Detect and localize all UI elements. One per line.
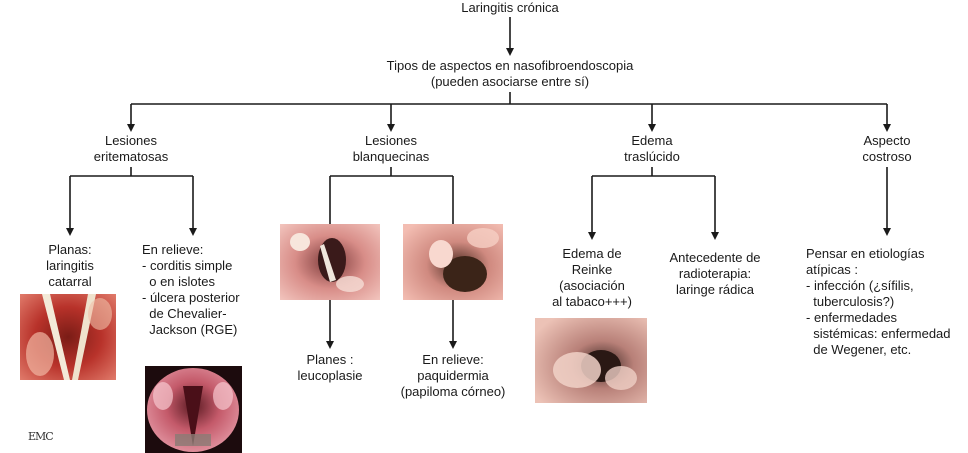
photo-laringitis-catarral [20,294,116,380]
photo-edema-reinke [535,318,647,403]
node-relieve-blanquecinas: En relieve: paquidermia (papiloma córneo… [400,352,506,399]
node-radioterapia: Antecedente de radioterapia: laringe rád… [669,250,761,297]
node-relieve-eritematosas: En relieve: - corditis simple o en islot… [142,242,240,337]
node-etiologias-atipicas: Pensar en etiologías atípicas : - infecc… [806,246,951,357]
photo-paquidermia [403,224,503,300]
node-reinke: Edema de Reinke (asociación al tabaco+++… [552,246,632,309]
photo-ulcera-posterior [145,366,242,453]
photo-leucoplasia [280,224,380,300]
node-types: Tipos de aspectos en nasofibroendoscopia… [386,58,634,89]
node-planas: Planas: laringitis catarral [46,242,94,289]
node-planes: Planes : leucoplasie [297,352,363,383]
publisher-logo: EMC [28,430,54,443]
node-blanquecinas: Lesiones blanquecinas [352,133,430,164]
node-costroso: Aspecto costroso [862,133,912,164]
node-edema: Edema traslúcido [624,133,680,164]
node-root: Laringitis crónica [461,0,559,15]
node-eritematosas: Lesiones eritematosas [93,133,169,164]
